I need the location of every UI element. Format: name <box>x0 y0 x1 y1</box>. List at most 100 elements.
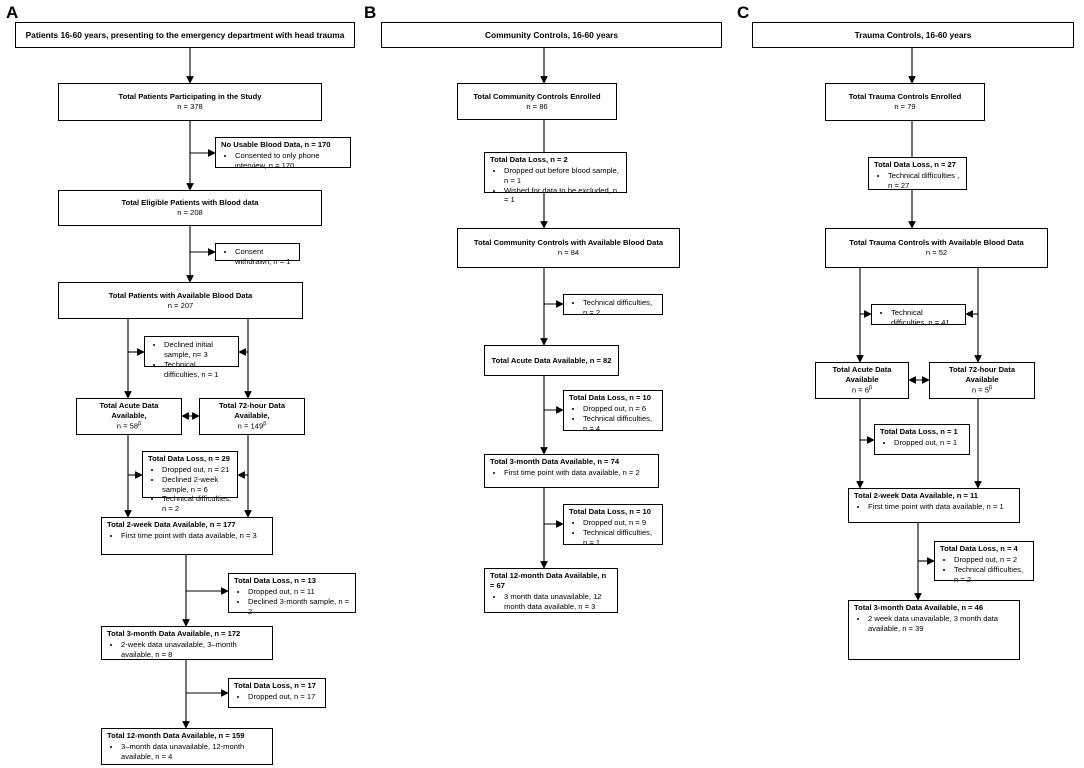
box-bullets: Dropped out, n = 1 <box>880 438 964 448</box>
flow-box-b-3month: Total 3-month Data Available, n = 74 Firs… <box>484 454 659 488</box>
bullet-item: Consent withdrawn, n = 1 <box>235 247 294 267</box>
box-bullets: Technical difficulties , n = 27 <box>874 171 961 191</box>
box-title: Total Patients with Available Blood Data <box>108 290 253 300</box>
box-count: n = 6β <box>821 385 903 395</box>
flow-box-b-acute: Total Acute Data Available, n = 82 <box>484 345 619 376</box>
box-count-value: n = 378 <box>177 102 203 111</box>
bullet-item: Dropped out, n = 9 <box>583 518 657 528</box>
flow-box-a-acute: Total Acute Data Available,n = 58β <box>76 398 182 435</box>
flow-box-a-72h: Total 72-hour Data Available,n = 149β <box>199 398 305 435</box>
box-count: n = 207 <box>64 301 297 311</box>
box-bullets: Technical difficulties, n = 41 <box>877 308 960 328</box>
box-title: Total 3-month Data Available, n = 46 <box>854 603 984 612</box>
box-title: No Usable Blood Data, n = 170 <box>221 140 331 149</box>
box-bullets: Dropped out, n = 17 <box>234 692 320 702</box>
box-title: Total 3-month Data Available, n = 74 <box>490 457 620 466</box>
box-bullets: Dropped out, n = 9Technical difficulties… <box>569 518 657 548</box>
box-count: n = 5β <box>935 385 1029 395</box>
box-bullets: 3–month data unavailable, 12-month avail… <box>107 742 267 762</box>
bullet-item: Technical difficulties, n = 2 <box>162 494 232 514</box>
box-title: Total Data Loss, n = 4 <box>940 544 1018 553</box>
box-bullets: 2-week data unavailable, 3–month availab… <box>107 640 267 660</box>
box-count: n = 79 <box>831 102 979 112</box>
bullet-item: Wished for data to be excluded, n = 1 <box>504 186 621 206</box>
box-title: Total 72-hour Data Available, <box>218 401 286 421</box>
flow-box-a-loss29: Total Data Loss, n = 29Dropped out, n = … <box>142 451 238 513</box>
box-title: Total Data Loss, n = 17 <box>234 681 316 690</box>
box-count-value: n = 86 <box>526 101 548 111</box>
flow-box-b-hdr: Community Controls, 16-60 years <box>381 22 722 48</box>
flow-box-a-available: Total Patients with Available Blood Data… <box>58 282 303 319</box>
box-title: Patients 16-60 years, presenting to the … <box>25 29 345 40</box>
bullet-item: First time point with data available, n … <box>504 468 653 478</box>
panel-letter-a: A <box>6 3 19 22</box>
box-count-value: n = 207 <box>167 300 194 310</box>
box-title: Community Controls, 16-60 years <box>484 29 619 40</box>
bullet-item: Declined 2-week sample, n = 6 <box>162 475 232 495</box>
box-bullets: Dropped out, n = 6Technical difficulties… <box>569 404 657 434</box>
box-title: Total 72-hour Data Available <box>948 365 1016 385</box>
bullet-item: Dropped out before blood sample, n = 1 <box>504 166 621 186</box>
box-count-value: n = 5 <box>971 385 989 395</box>
flow-box-c-tech41: Technical difficulties, n = 41 <box>871 304 966 328</box>
box-count-value: n = 58 <box>116 421 139 431</box>
flow-box-c-loss1: Total Data Loss, n = 1 Dropped out, n = 1 <box>874 424 970 455</box>
bullet-item: Consented to only phone interview, n = 1… <box>235 151 345 171</box>
box-title: Total Eligible Patients with Blood data <box>121 198 259 208</box>
box-bullets: Dropped out, n = 21Declined 2-week sampl… <box>148 465 232 514</box>
bullet-item: 3 month data unavailable, 12 month data … <box>504 592 612 612</box>
flow-box-b-loss10b: Total Data Loss, n = 10Dropped out, n = … <box>563 504 663 548</box>
bullet-item: 3–month data unavailable, 12-month avail… <box>121 742 267 762</box>
bullet-item: Dropped out, n = 2 <box>954 555 1028 565</box>
flow-box-c-hdr: Trauma Controls, 16-60 years <box>752 22 1074 48</box>
box-bullets: 2 week data unavailable, 3 month data av… <box>854 614 1014 634</box>
beta-footnote-mark: β <box>988 385 993 392</box>
flow-box-b-available: Total Community Controls with Available … <box>457 228 680 268</box>
bullet-item: Dropped out, n = 17 <box>248 692 320 702</box>
flow-box-a-3month: Total 3-month Data Available, n = 1722-w… <box>101 626 273 660</box>
box-count: n = 378 <box>64 102 316 112</box>
box-count: n = 208 <box>64 208 316 218</box>
bullet-item: 2 week data unavailable, 3 month data av… <box>868 614 1014 634</box>
box-title: Total 2-week Data Available, n = 11 <box>854 491 979 500</box>
bullet-item: Dropped out, n = 21 <box>162 465 232 475</box>
box-count: n = 86 <box>463 102 611 112</box>
bullet-item: Declined initial sample, n= 3 <box>164 340 233 360</box>
bullet-item: Technical difficulties, n = 1 <box>164 360 233 380</box>
box-count: n = 58β <box>82 421 176 431</box>
box-title: Total Data Loss, n = 1 <box>880 427 958 436</box>
flow-box-a-consent: Consent withdrawn, n = 1 <box>215 243 300 266</box>
box-bullets: Technical difficulties, n = 2 <box>569 298 657 318</box>
beta-footnote-mark: β <box>263 421 267 428</box>
flow-box-b-loss2: Total Data Loss, n = 2Dropped out before… <box>484 152 627 204</box>
box-bullets: Dropped out, n = 11Declined 3-month samp… <box>234 587 350 617</box>
box-count-value: n = 208 <box>177 208 203 217</box>
flow-box-b-12month: Total 12-month Data Available, n = 673 m… <box>484 568 618 613</box>
box-count-value: n = 52 <box>925 248 948 257</box>
bullet-item: Technical difficulties, n = 41 <box>891 308 960 328</box>
box-title: Total Data Loss, n = 27 <box>874 160 956 169</box>
box-bullets: First time point with data available, n … <box>854 502 1014 512</box>
bullet-item: Technical difficulties, n = 2 <box>954 565 1028 585</box>
flow-box-c-2week: Total 2-week Data Available, n = 11 First… <box>848 488 1020 523</box>
box-title: Total 2-week Data Available, n = 177 <box>107 520 236 529</box>
box-count-value: n = 84 <box>557 248 580 257</box>
box-count-value: n = 149 <box>237 421 264 431</box>
box-count: n = 84 <box>463 248 674 258</box>
box-title: Total Acute Data Available <box>832 365 892 385</box>
bullet-item: Declined 3-month sample, n = 2 <box>248 597 350 617</box>
bullet-item: 2-week data unavailable, 3–month availab… <box>121 640 267 660</box>
box-count: n = 149β <box>205 421 299 431</box>
flow-box-a-12month: Total 12-month Data Available, n = 1593–… <box>101 728 273 765</box>
box-count: n = 52 <box>831 248 1042 258</box>
beta-footnote-mark: β <box>138 421 142 428</box>
box-title: Total Data Loss, n = 10 <box>569 393 651 402</box>
panel-letter-c: C <box>737 3 750 22</box>
box-title: Trauma Controls, 16-60 years <box>854 29 972 40</box>
flow-box-c-available: Total Trauma Controls with Available Blo… <box>825 228 1048 268</box>
